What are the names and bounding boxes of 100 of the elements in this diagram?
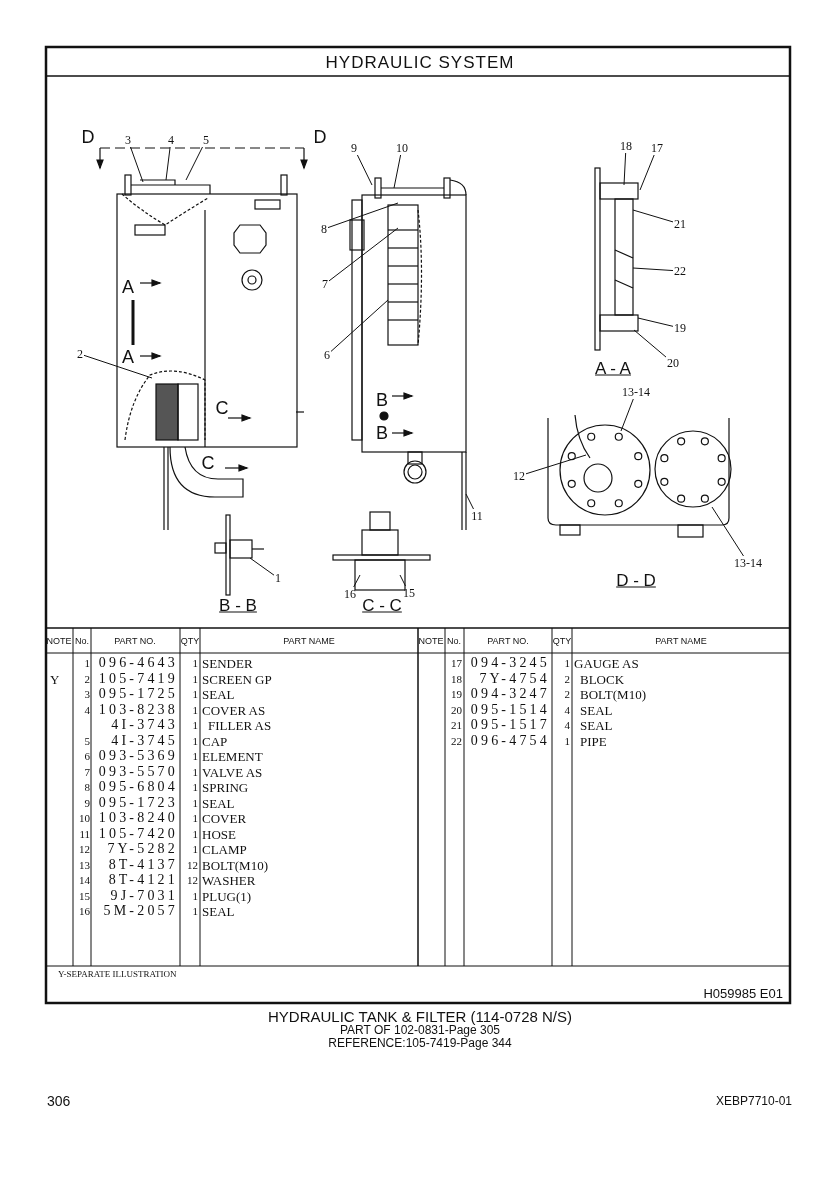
reference-text: PART OF 102-0831-Page 305 xyxy=(339,1024,501,1036)
document-code: XEBP7710-01 xyxy=(715,1095,792,1107)
part-number: 103-8238 xyxy=(98,702,178,717)
drawing-number: H059985 E01 xyxy=(703,986,783,1000)
quantity: 1 xyxy=(192,688,198,700)
quantity: 1 xyxy=(192,812,198,824)
item-number: 11 xyxy=(79,828,90,839)
callout-number: 11 xyxy=(470,509,484,523)
part-number: 094-3247 xyxy=(470,687,550,701)
quantity: 1 xyxy=(192,766,198,777)
leader-line xyxy=(639,154,655,191)
quantity: 1 xyxy=(192,735,198,746)
quantity: 4 xyxy=(564,704,570,715)
callout-number: 19 xyxy=(673,321,687,335)
part-name: SCREEN GP xyxy=(202,672,272,685)
page-title: HYDRAULIC SYSTEM xyxy=(325,53,515,71)
column-header: PART NAME xyxy=(655,636,707,646)
tank-side-view-drawing xyxy=(349,177,467,531)
part-number: 093-5369 xyxy=(98,749,178,763)
callout-number: 4 xyxy=(167,133,175,147)
part-number: 093-5570 xyxy=(98,764,178,779)
item-number: 9 xyxy=(84,797,90,808)
section-letter: B xyxy=(376,424,388,442)
item-number: 1 xyxy=(84,657,90,669)
item-number: 10 xyxy=(79,812,90,824)
part-number: 095-1723 xyxy=(98,795,178,810)
quantity: 1 xyxy=(192,704,198,715)
part-name: SEAL xyxy=(202,796,235,809)
leader-line xyxy=(327,202,399,229)
quantity: 1 xyxy=(192,673,198,684)
section-title: B - B xyxy=(219,596,257,614)
part-name: COVER xyxy=(202,811,247,825)
part-name: FILLER AS xyxy=(208,718,272,732)
callout-number: 3 xyxy=(124,133,132,147)
leader-line xyxy=(633,329,667,358)
part-number: 7Y-5282 xyxy=(107,842,178,856)
callout-number: 13-14 xyxy=(733,556,763,570)
column-header: No. xyxy=(75,636,89,646)
item-number: 21 xyxy=(451,719,462,731)
callout-number: 10 xyxy=(395,141,409,155)
quantity: 1 xyxy=(192,657,198,669)
item-number: 15 xyxy=(79,890,90,901)
part-number: 105-7420 xyxy=(98,826,178,841)
leader-line xyxy=(620,398,634,432)
section-letter: B xyxy=(376,391,388,409)
callout-number: 5 xyxy=(202,133,210,147)
leader-line xyxy=(637,317,674,327)
part-number: 105-7419 xyxy=(98,671,178,686)
quantity: 1 xyxy=(192,797,198,808)
item-number: 20 xyxy=(451,704,462,715)
reference-text: REFERENCE:105-7419-Page 344 xyxy=(328,1037,512,1049)
tank-top-section-drawing xyxy=(547,414,732,538)
callout-number: 17 xyxy=(650,141,664,155)
part-name: HOSE xyxy=(202,827,236,840)
callout-number: 16 xyxy=(343,587,357,601)
part-number: 095-6804 xyxy=(98,780,178,794)
item-number: 22 xyxy=(451,735,462,746)
callout-number: 9 xyxy=(350,141,358,155)
item-number: 14 xyxy=(79,874,90,886)
leader-line xyxy=(185,146,203,181)
callout-number: 22 xyxy=(673,264,687,278)
section-letter: D xyxy=(313,128,327,146)
part-name: BOLT(M10) xyxy=(202,858,268,871)
part-number: 8T-4137 xyxy=(108,857,178,872)
section-title: A - A xyxy=(595,359,631,377)
leader-line xyxy=(399,574,406,587)
leader-line xyxy=(525,454,587,475)
part-number: 9J-7031 xyxy=(110,888,178,903)
section-title: D - D xyxy=(616,571,656,589)
page-number: 306 xyxy=(47,1094,71,1108)
section-letter: C xyxy=(201,454,215,472)
part-name: BLOCK xyxy=(580,672,625,685)
part-number: 103-8240 xyxy=(98,811,178,825)
note-text: Y xyxy=(50,672,60,685)
sender-section-drawing xyxy=(214,514,265,596)
part-name: SEAL xyxy=(580,703,613,716)
column-header: PART NO. xyxy=(114,636,156,646)
column-header: PART NAME xyxy=(283,636,335,646)
leader-line xyxy=(330,299,389,352)
item-number: 5 xyxy=(84,735,90,746)
item-number: 6 xyxy=(84,750,90,762)
leader-line xyxy=(632,209,674,223)
leader-line xyxy=(393,154,402,189)
part-number: 5M-2057 xyxy=(103,904,178,918)
column-header: NOTE xyxy=(46,636,72,646)
part-number: 4I-3743 xyxy=(111,718,178,732)
caption: HYDRAULIC TANK & FILTER (114-0728 N/S) xyxy=(268,1008,572,1024)
callout-number: 18 xyxy=(619,139,633,153)
item-number: 13 xyxy=(79,859,90,870)
note-text: Y-SEPARATE ILLUSTRATION xyxy=(58,969,177,979)
callout-number: 6 xyxy=(323,348,331,362)
item-number: 12 xyxy=(79,843,90,855)
leader-line xyxy=(130,146,144,183)
quantity: 1 xyxy=(192,781,198,793)
item-number: 17 xyxy=(451,657,462,669)
quantity: 2 xyxy=(564,673,570,684)
leader-line xyxy=(623,152,627,186)
quantity: 1 xyxy=(192,905,198,917)
quantity: 1 xyxy=(192,719,198,731)
part-name: SENDER xyxy=(202,656,253,670)
